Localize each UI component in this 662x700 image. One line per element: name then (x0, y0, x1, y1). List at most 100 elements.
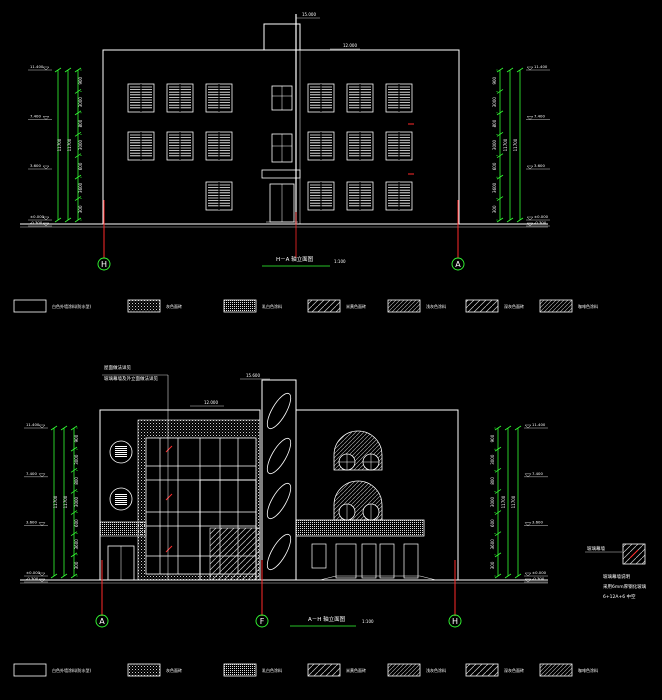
legend-swatch (539, 299, 573, 313)
level-mark-text: -0.300 (534, 220, 547, 225)
legend-item: 灰色面砖 (127, 299, 182, 313)
level-mark-text: 3.600 (534, 163, 545, 168)
level-mark-text: 11.400 (30, 64, 44, 69)
level-mark-text: ±0.000 (534, 214, 549, 219)
window (307, 83, 335, 113)
level-mark-text: -0.300 (532, 576, 545, 581)
window (385, 83, 413, 113)
legend-item: 乳白色涂料 (223, 299, 282, 313)
legend-swatch (387, 663, 421, 677)
level-mark-text: 3.600 (532, 520, 543, 525)
legend-item: 米黄色面砖 (307, 299, 366, 313)
legend-label: 浅灰色涂料 (426, 303, 446, 309)
window (127, 83, 155, 113)
legend-label: 咖啡色涂料 (578, 303, 598, 309)
dimension-text: 900 (78, 76, 83, 84)
dimension-text: 300 (78, 205, 83, 213)
window (385, 181, 413, 211)
legend-row-1: 白色外墙涂料(防水型) 灰色面砖 乳白色涂料 米黄色面砖 浅灰色涂料 深灰色面砖 咖啡色涂料 (13, 299, 598, 313)
level-roof: 12.000 (343, 43, 357, 48)
total-dimension-text: 11700 (503, 138, 508, 151)
level-mark-text: 7.400 (30, 114, 41, 119)
dimension-text: 3600 (490, 539, 495, 550)
dimension-text: 600 (78, 162, 83, 170)
legend-item: 灰色面砖 (127, 663, 182, 677)
dimension-text: 800 (492, 119, 497, 127)
elevation-1-title: H－A 轴立面图 (276, 255, 314, 263)
legend-swatch (127, 299, 161, 313)
level-mark-text: ±0.000 (30, 214, 45, 219)
total-dimension-text: 11700 (501, 495, 506, 508)
dimension-text: 3000 (74, 454, 79, 465)
dimension-text: 3000 (492, 139, 497, 150)
side-note: 玻璃幕墙 玻璃幕墙说明 采用6mm厚钢化玻璃 6+12A+6 中空 (585, 543, 647, 600)
elevation-2: 屋面做法详见 玻璃幕墙及外立面做法详见 15.600 12.000 A F H … (20, 364, 548, 628)
dimension-text: 3000 (490, 454, 495, 465)
window (346, 83, 374, 113)
dimension-text: 800 (78, 119, 83, 127)
legend-item: 深灰色面砖 (465, 663, 524, 677)
window (346, 131, 374, 161)
legend-swatch (465, 663, 499, 677)
level-mark-text: -0.300 (30, 220, 43, 225)
window (205, 131, 233, 161)
axis-bubble-f (255, 614, 269, 628)
legend-label: 乳白色涂料 (262, 667, 282, 673)
dimension-text: 3000 (78, 139, 83, 150)
total-dimension-text: 11700 (513, 138, 518, 151)
window (205, 181, 233, 211)
elevation-1-dims-left: 900300080030006003600300117001170011.400… (28, 64, 83, 227)
legend-label: 深灰色面砖 (504, 303, 524, 309)
legend-label: 深灰色面砖 (504, 667, 524, 673)
legend-label: 咖啡色涂料 (578, 667, 598, 673)
legend-row-2: 白色外墙涂料(防水型)灰色面砖乳白色涂料米黄色面砖浅灰色涂料深灰色面砖咖啡色涂料 (13, 663, 598, 677)
note-1: 屋面做法详见 (104, 364, 131, 371)
dimension-text: 900 (490, 434, 495, 442)
dimension-text: 3000 (492, 97, 497, 108)
legend-item: 白色外墙涂料(防水型) (13, 299, 92, 313)
level-mark-text: 7.400 (26, 471, 37, 476)
dimension-text: 3600 (492, 182, 497, 193)
level-mark-text: 11.400 (26, 422, 40, 427)
axis-bubble-a2 (95, 614, 109, 628)
note-2: 玻璃幕墙及外立面做法详见 (104, 375, 158, 382)
window (346, 181, 374, 211)
legend-swatch (307, 663, 341, 677)
dimension-text: 900 (492, 76, 497, 84)
dimension-text: 3600 (78, 182, 83, 193)
legend-item: 咖啡色涂料 (539, 299, 598, 313)
level-mark-text: 3.600 (30, 163, 41, 168)
legend-label: 米黄色面砖 (346, 303, 366, 309)
legend-swatch (307, 299, 341, 313)
elevation-2-scale: 1:100 (362, 619, 374, 624)
dimension-text: 3000 (74, 496, 79, 507)
legend-item: 咖啡色涂料 (539, 663, 598, 677)
dimension-text: 600 (490, 519, 495, 527)
total-dimension-text: 11700 (67, 138, 72, 151)
window (166, 131, 194, 161)
legend-swatch (223, 663, 257, 677)
total-dimension-text: 11700 (57, 138, 62, 151)
axis-label-f: F (260, 617, 265, 626)
window (205, 83, 233, 113)
legend-swatch (539, 663, 573, 677)
total-dimension-text: 11700 (63, 495, 68, 508)
dimension-text: 300 (74, 561, 79, 569)
level-mark-text: ±0.000 (26, 570, 41, 575)
elevation-2-title: A－H 轴立面图 (308, 615, 346, 623)
dimension-text: 3600 (74, 539, 79, 550)
legend-swatch (387, 299, 421, 313)
level-mark-text: 7.400 (534, 114, 545, 119)
axis-label-a: A (455, 260, 461, 269)
legend-item: 浅灰色涂料 (387, 663, 446, 677)
side-note-line-1: 玻璃幕墙说明 (603, 573, 630, 580)
level-mark-text: 11.400 (532, 422, 546, 427)
dimension-text: 3000 (490, 496, 495, 507)
legend-item: 白色外墙涂料(防水型) (13, 663, 92, 677)
axis-label-a2: A (99, 617, 105, 626)
axis-bubble-a (451, 257, 465, 271)
legend-label: 白色外墙涂料(防水型) (52, 667, 92, 673)
total-dimension-text: 11700 (53, 495, 58, 508)
dimension-text: 600 (492, 162, 497, 170)
